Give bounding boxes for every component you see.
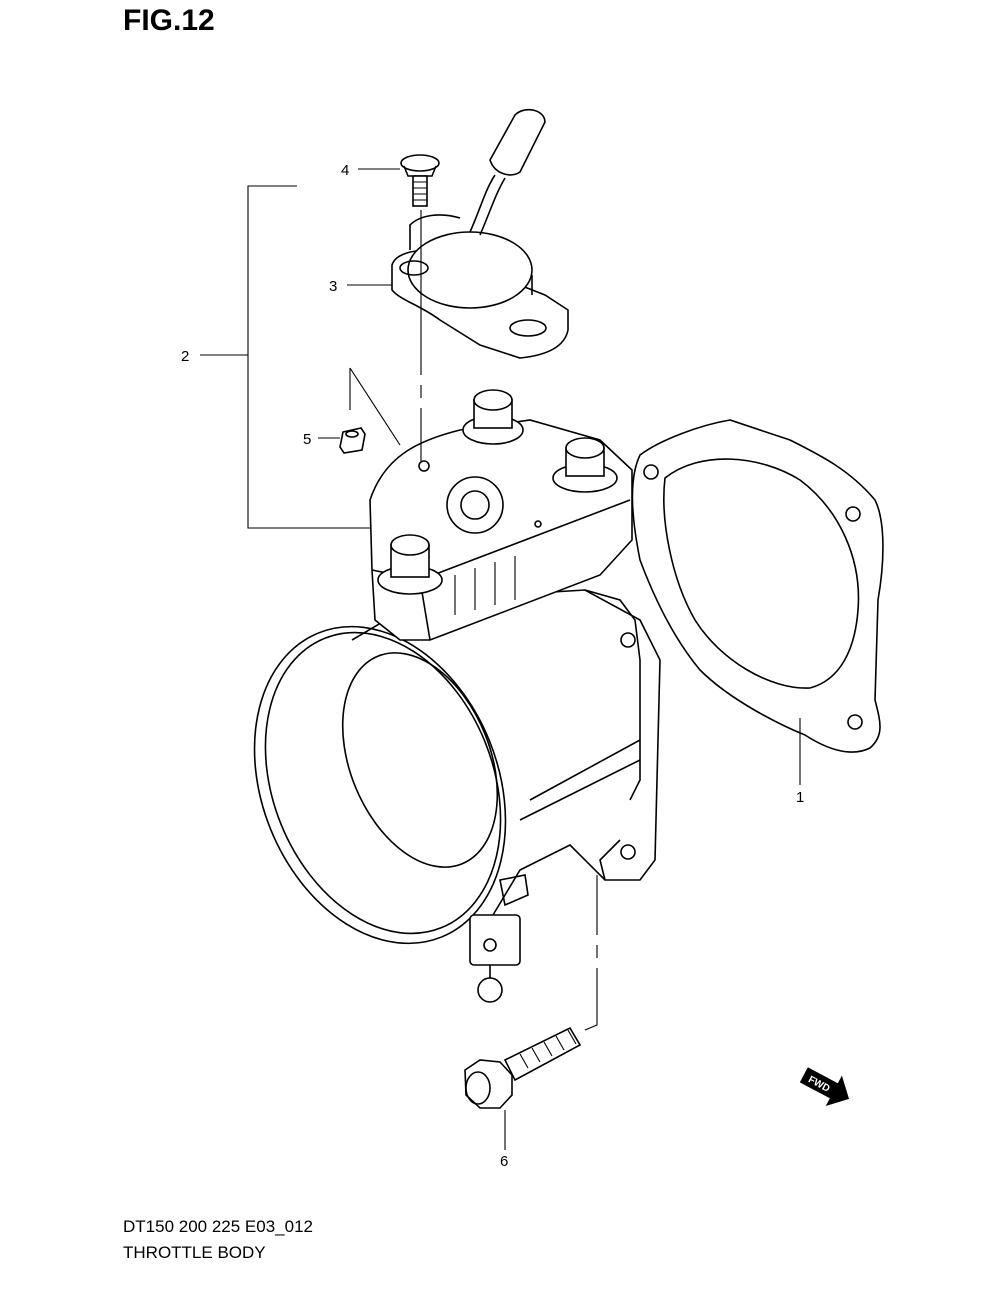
figure-caption: THROTTLE BODY	[123, 1243, 266, 1262]
sensor-mount-bracket	[369, 389, 633, 641]
callout-6: 6	[500, 1153, 508, 1170]
bolt-part-6	[464, 1026, 582, 1109]
callout-5: 5	[303, 431, 311, 448]
throttle-body-housing	[253, 589, 661, 1003]
callout-3: 3	[329, 278, 337, 295]
bracket-bolt	[552, 437, 618, 493]
figure-code: DT150 200 225 E03_012	[123, 1217, 313, 1236]
bracket-bolt	[377, 534, 443, 595]
fwd-arrow-icon: FWD	[799, 1067, 850, 1106]
screw-part-4	[400, 154, 440, 207]
callout-1: 1	[796, 789, 804, 806]
callout-4: 4	[341, 162, 349, 179]
throttle-sensor-part-3	[391, 108, 569, 359]
leader-lines	[200, 168, 801, 1150]
nut-part-5	[339, 427, 366, 454]
callout-2: 2	[181, 348, 189, 365]
bracket-bolt	[462, 389, 524, 445]
gasket-part-1	[631, 419, 884, 753]
figure-title: FIG.12	[123, 4, 215, 37]
